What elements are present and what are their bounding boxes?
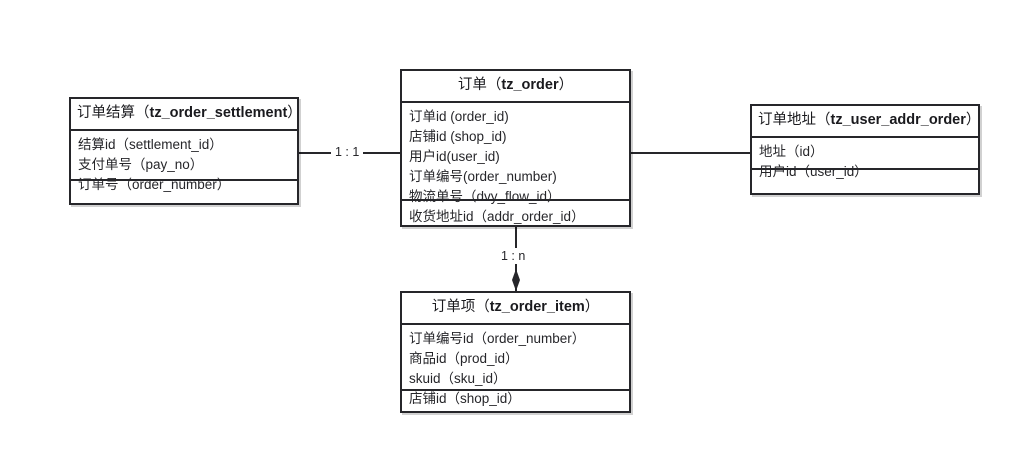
- entity-title-tz-order: 订单（tz_order）: [402, 71, 629, 103]
- entity-tz-order-settlement[interactable]: 订单结算（tz_order_settlement） 结算id（settlemen…: [69, 97, 302, 205]
- entity-title-text: 订单（tz_order）: [457, 77, 574, 93]
- cardinality-label-settlement-order: 1 : 1: [331, 144, 364, 160]
- attribute-list-tz-order-settlement: 结算id（settlement_id） 支付单号（pay_no） 订单号（ord…: [71, 131, 297, 192]
- attribute-row: skuid（sku_id）: [409, 370, 507, 386]
- attribute-row: 地址（id）: [759, 143, 824, 159]
- attribute-list-tz-order-item: 订单编号id（order_number） 商品id（prod_id） skuid…: [402, 325, 629, 406]
- attribute-row: 用户id（user_id）: [759, 163, 868, 179]
- attribute-row: 物流单号（dvy_flow_id）: [409, 188, 561, 204]
- entity-title-text: 订单地址（tz_user_addr_order）: [758, 112, 981, 128]
- attribute-row: 店铺id (shop_id): [409, 128, 507, 144]
- entity-title-tz-order-settlement: 订单结算（tz_order_settlement）: [71, 99, 302, 131]
- attribute-row: 商品id（prod_id）: [409, 350, 519, 366]
- filled-diamond-arrow-icon: [512, 269, 520, 291]
- attribute-row: 订单编号(order_number): [409, 168, 557, 184]
- entity-title-tz-user-addr-order: 订单地址（tz_user_addr_order）: [752, 106, 981, 138]
- attribute-row: 订单号（order_number）: [78, 176, 231, 192]
- attribute-row: 店铺id（shop_id）: [409, 390, 521, 406]
- attribute-list-tz-user-addr-order: 地址（id） 用户id（user_id）: [752, 138, 978, 179]
- connector-order-to-address: [631, 152, 750, 154]
- cardinality-label-order-order-item: 1 : n: [497, 248, 530, 264]
- attribute-row: 订单id (order_id): [409, 108, 509, 124]
- entity-tz-order[interactable]: 订单（tz_order） 订单id (order_id) 店铺id (shop_…: [400, 69, 631, 227]
- entity-title-tz-order-item: 订单项（tz_order_item）: [402, 293, 629, 325]
- attribute-row: 订单编号id（order_number）: [409, 330, 586, 346]
- attribute-row: 结算id（settlement_id）: [78, 136, 223, 152]
- attribute-row: 收货地址id（addr_order_id）: [409, 208, 585, 224]
- attribute-row: 用户id(user_id): [409, 148, 500, 164]
- entity-title-text: 订单结算（tz_order_settlement）: [77, 105, 302, 121]
- entity-tz-user-addr-order[interactable]: 订单地址（tz_user_addr_order） 地址（id） 用户id（use…: [750, 104, 980, 195]
- attribute-row: 支付单号（pay_no）: [78, 156, 204, 172]
- entity-title-text: 订单项（tz_order_item）: [431, 299, 600, 315]
- attribute-list-tz-order: 订单id (order_id) 店铺id (shop_id) 用户id(user…: [402, 103, 629, 224]
- entity-tz-order-item[interactable]: 订单项（tz_order_item） 订单编号id（order_number） …: [400, 291, 631, 413]
